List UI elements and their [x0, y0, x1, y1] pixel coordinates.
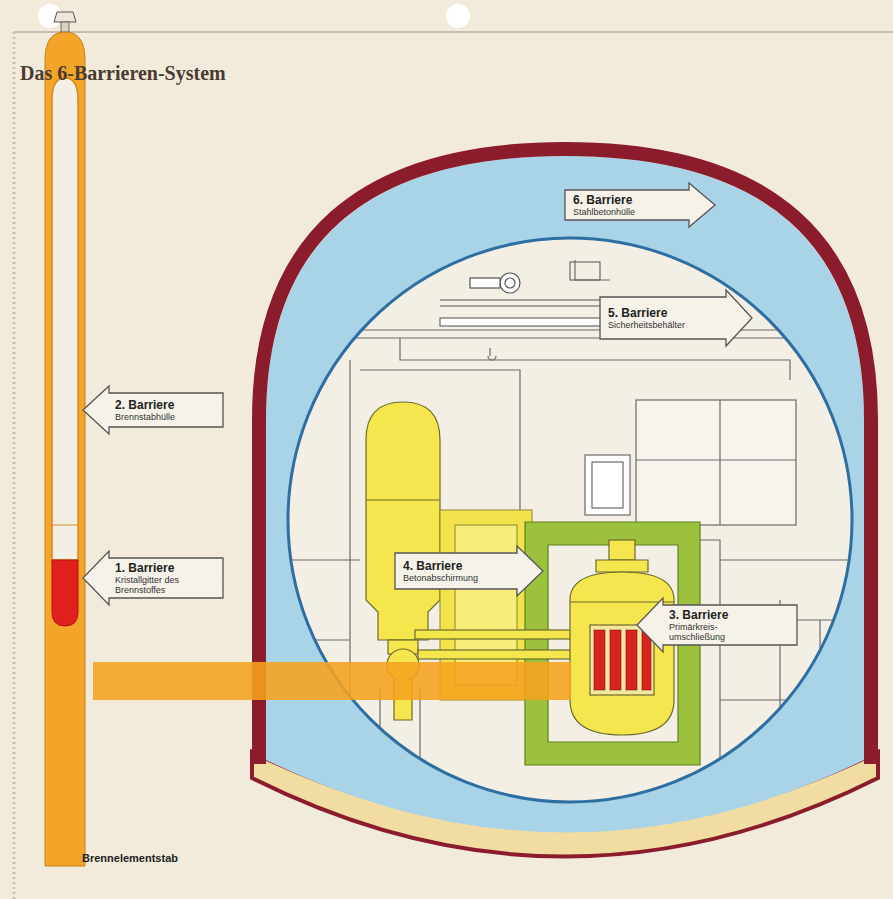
top-rule: [14, 32, 893, 33]
arrow-outline: [83, 386, 223, 434]
arrow-outline: [565, 183, 715, 227]
interior: [280, 260, 860, 800]
barrier-description: Sicherheitsbehälter: [608, 320, 726, 330]
barrier-number: 6. Barriere: [573, 194, 683, 207]
arrow-text: 2. BarriereBrennstabhülle: [115, 386, 219, 434]
barrier-description: Kristallgitter des Brennstoffes: [115, 575, 210, 595]
barrier-number: 4. Barriere: [403, 560, 515, 573]
arrow-outline: [600, 290, 752, 346]
zoom-band: [93, 662, 571, 700]
barrier-description: Brennstabhülle: [115, 412, 219, 422]
annulus: [266, 156, 864, 833]
barrier-number: 5. Barriere: [608, 307, 726, 320]
punch-hole: [446, 4, 470, 28]
arrow-outline: [637, 598, 797, 652]
arrow-text: 1. BarriereKristallgitter des Brennstoff…: [115, 551, 210, 605]
barrier-number: 2. Barriere: [115, 399, 219, 412]
containment-sphere: [288, 238, 852, 802]
barrier-description: Primärkreis- umschließung: [669, 622, 749, 642]
barrier-description: Betonabschirmung: [403, 573, 515, 583]
barrier-number: 1. Barriere: [115, 562, 210, 575]
arrow-outline: [395, 546, 543, 596]
barrier-arrow: 2. BarriereBrennstabhülle: [83, 386, 223, 434]
arrow-text: 6. BarriereStahlbetonhülle: [573, 183, 683, 227]
part-label: Brennelementstab: [82, 852, 178, 864]
barrier-arrow: 6. BarriereStahlbetonhülle: [565, 183, 715, 227]
arrow-text: 3. BarrierePrimärkreis- umschließung: [669, 598, 749, 652]
barrier-arrow: 4. BarriereBetonabschirmung: [395, 546, 543, 596]
arrow-text: 5. BarriereSicherheitsbehälter: [608, 290, 726, 346]
barrier-arrow: 5. BarriereSicherheitsbehälter: [600, 290, 752, 346]
arrow-text: 4. BarriereBetonabschirmung: [403, 546, 515, 596]
arrow-outline: [83, 551, 223, 605]
fuel-rod: [45, 12, 85, 866]
barrier-arrow: 3. BarrierePrimärkreis- umschließung: [637, 598, 797, 652]
barrier-arrow: 1. BarriereKristallgitter des Brennstoff…: [83, 551, 223, 605]
diagram-title: Das 6-Barrieren-System: [20, 62, 226, 85]
barrier-description: Stahlbetonhülle: [573, 207, 683, 217]
binder-edge: [13, 32, 16, 899]
barrier-number: 3. Barriere: [669, 609, 749, 622]
